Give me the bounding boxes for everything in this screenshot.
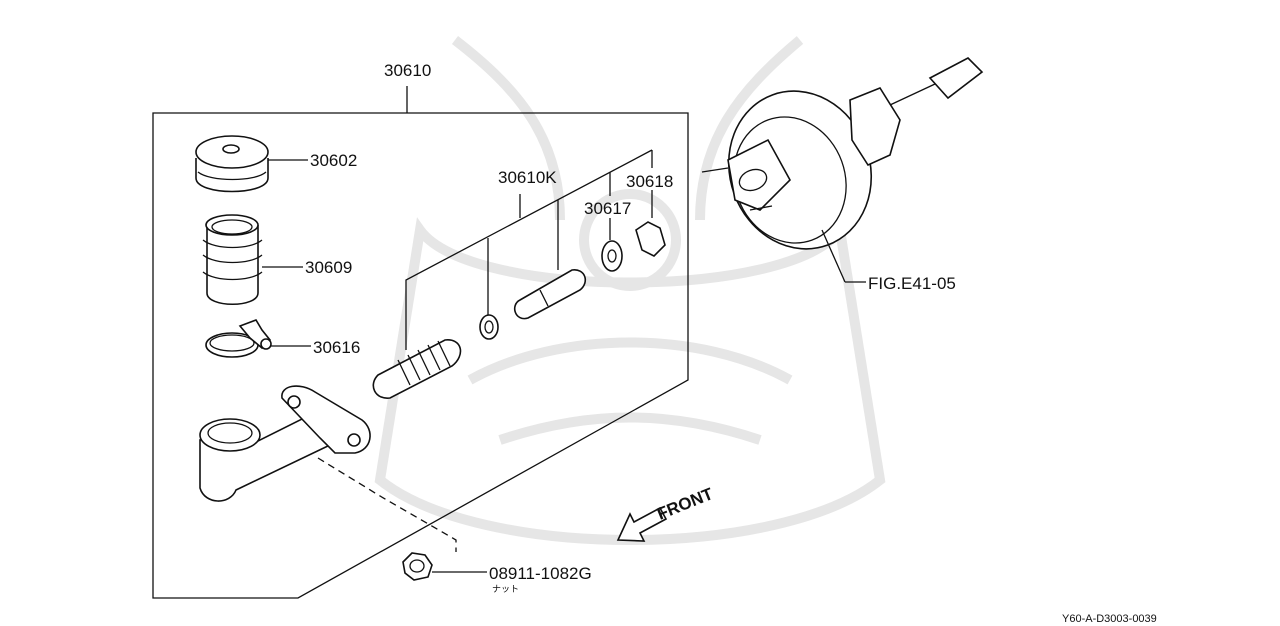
- label-front: FRONT: [654, 484, 716, 524]
- cup-seal: [479, 314, 499, 340]
- label-nut-name: ナット: [492, 584, 519, 594]
- label-nut-part: 08911-1082G: [489, 564, 592, 583]
- seal-30617: [601, 240, 623, 272]
- reservoir: [202, 214, 303, 305]
- piston-secondary: [513, 269, 587, 320]
- kit-bracket: [405, 149, 653, 350]
- brake-booster: [701, 57, 984, 283]
- master-cylinder-body: [199, 385, 457, 552]
- label-30617: 30617: [584, 199, 631, 218]
- label-booster-ref: FIG.E41-05: [868, 274, 956, 293]
- nut: [402, 552, 487, 581]
- footer-code: Y60-A-D3003-0039: [1062, 613, 1157, 625]
- reservoir-cap: [195, 135, 308, 193]
- label-30616: 30616: [313, 338, 360, 357]
- front-arrow: [616, 506, 668, 542]
- hose-clamp: [205, 319, 311, 358]
- label-30609: 30609: [305, 258, 352, 277]
- piston-primary: [372, 339, 462, 399]
- label-30610K: 30610K: [498, 168, 557, 187]
- label-30610: 30610: [384, 61, 431, 80]
- label-30618: 30618: [626, 172, 673, 191]
- retainer-30618: [635, 221, 666, 257]
- watermark-crest: [374, 36, 886, 545]
- label-30602: 30602: [310, 151, 357, 170]
- assembly-frame: [152, 86, 689, 599]
